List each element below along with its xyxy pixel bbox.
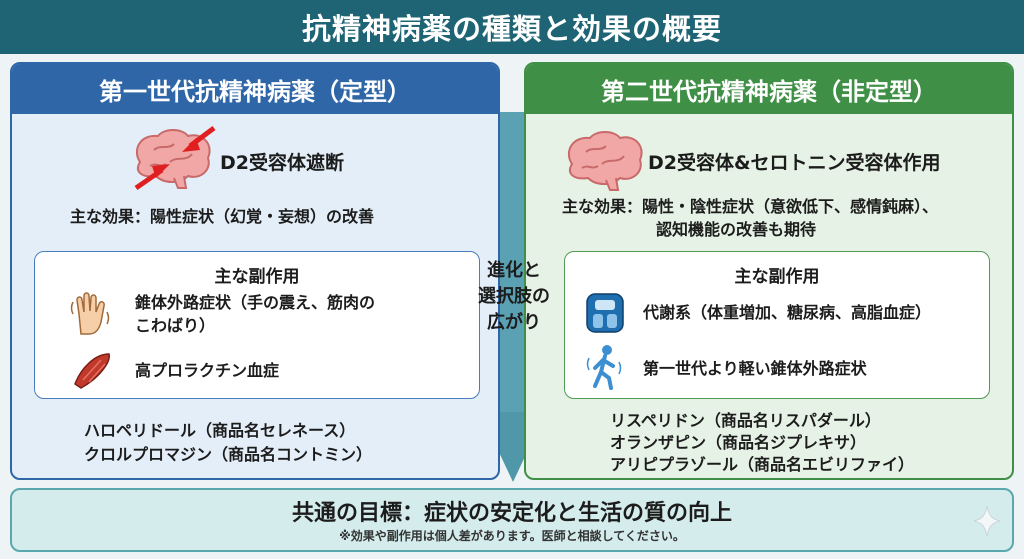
first-gen-panel: 第一世代抗精神病薬（定型） D2受容体遮断 主な効果：陽性症状（幻覚・妄想）の改… — [10, 62, 500, 480]
first-gen-side-effect-2: 高プロラクチン血症 — [135, 361, 280, 380]
first-gen-side-effect-1-cont: こわばり） — [135, 316, 216, 335]
walking-person-icon — [586, 345, 622, 390]
second-gen-drug-3: アリピプラゾール（商品名エビリファイ） — [610, 455, 915, 474]
first-gen-side-effects-box: 主な副作用 錐体外路症状（手の震え、筋肉の こわばり） 高プロラクチン血症 — [34, 251, 480, 399]
red-arrow-icon — [134, 126, 216, 191]
common-goal-box: 共通の目標：症状の安定化と生活の質の向上 ※効果や副作用は個人差があります。医師… — [10, 488, 1014, 552]
center-arrow-label: 進化と 選択肢の 広がり — [470, 258, 558, 336]
disclaimer-note: ※効果や副作用は個人差があります。医師と相談してください。 — [339, 529, 685, 543]
second-gen-side-effect-2: 第一世代より軽い錐体外路症状 — [643, 359, 867, 378]
first-gen-title: 第一世代抗精神病薬（定型） — [12, 64, 498, 114]
sparkle-icon — [973, 505, 1001, 537]
second-gen-drug-2: オランザピン（商品名ジプレキサ） — [610, 433, 867, 452]
scale-icon — [586, 293, 624, 333]
second-gen-main-effect-line2: 認知機能の改善も期待 — [656, 220, 817, 239]
side-effects-title: 主な副作用 — [214, 267, 300, 287]
center-arrow-label-line1: 進化と — [487, 260, 541, 281]
second-gen-side-effects-box: 主な副作用 代謝系（体重増加、糖尿病、高脂血症） 第一世代より軽い錐体外路症状 — [564, 251, 990, 399]
first-gen-side-effect-1: 錐体外路症状（手の震え、筋肉の — [135, 293, 376, 312]
second-gen-main-effect-line1: 主な効果：陽性・陰性症状（意欲低下、感情鈍麻）、 — [562, 197, 939, 216]
center-arrow-label-line2: 選択肢の — [478, 286, 550, 307]
brain-icon — [567, 131, 643, 191]
center-arrow-label-line3: 広がり — [487, 312, 541, 333]
first-gen-main-effect: 主な効果：陽性症状（幻覚・妄想）の改善 — [70, 207, 375, 226]
second-gen-mechanism: D2受容体&セロトニン受容体作用 — [648, 152, 941, 174]
trembling-hand-icon — [70, 292, 110, 335]
second-gen-title: 第二世代抗精神病薬（非定型） — [526, 64, 1012, 114]
first-gen-drug-2: クロルプロマジン（商品名コントミン） — [84, 445, 373, 464]
second-gen-drug-1: リスペリドン（商品名リスパダール） — [610, 411, 881, 430]
first-gen-drug-1: ハロペリドール（商品名セレネース） — [84, 421, 356, 440]
second-gen-side-effect-1: 代謝系（体重増加、糖尿病、高脂血症） — [643, 303, 932, 322]
common-goal-title: 共通の目標：症状の安定化と生活の質の向上 — [291, 501, 732, 526]
second-gen-panel: 第二世代抗精神病薬（非定型） D2受容体&セロトニン受容体作用 主な効果：陽性・… — [524, 62, 1014, 480]
first-gen-mechanism: D2受容体遮断 — [220, 152, 344, 174]
muscle-icon — [74, 353, 110, 389]
title-bar: 抗精神病薬の種類と効果の概要 — [0, 0, 1024, 54]
page-title: 抗精神病薬の種類と効果の概要 — [301, 12, 722, 46]
side-effects-title: 主な副作用 — [734, 267, 820, 287]
